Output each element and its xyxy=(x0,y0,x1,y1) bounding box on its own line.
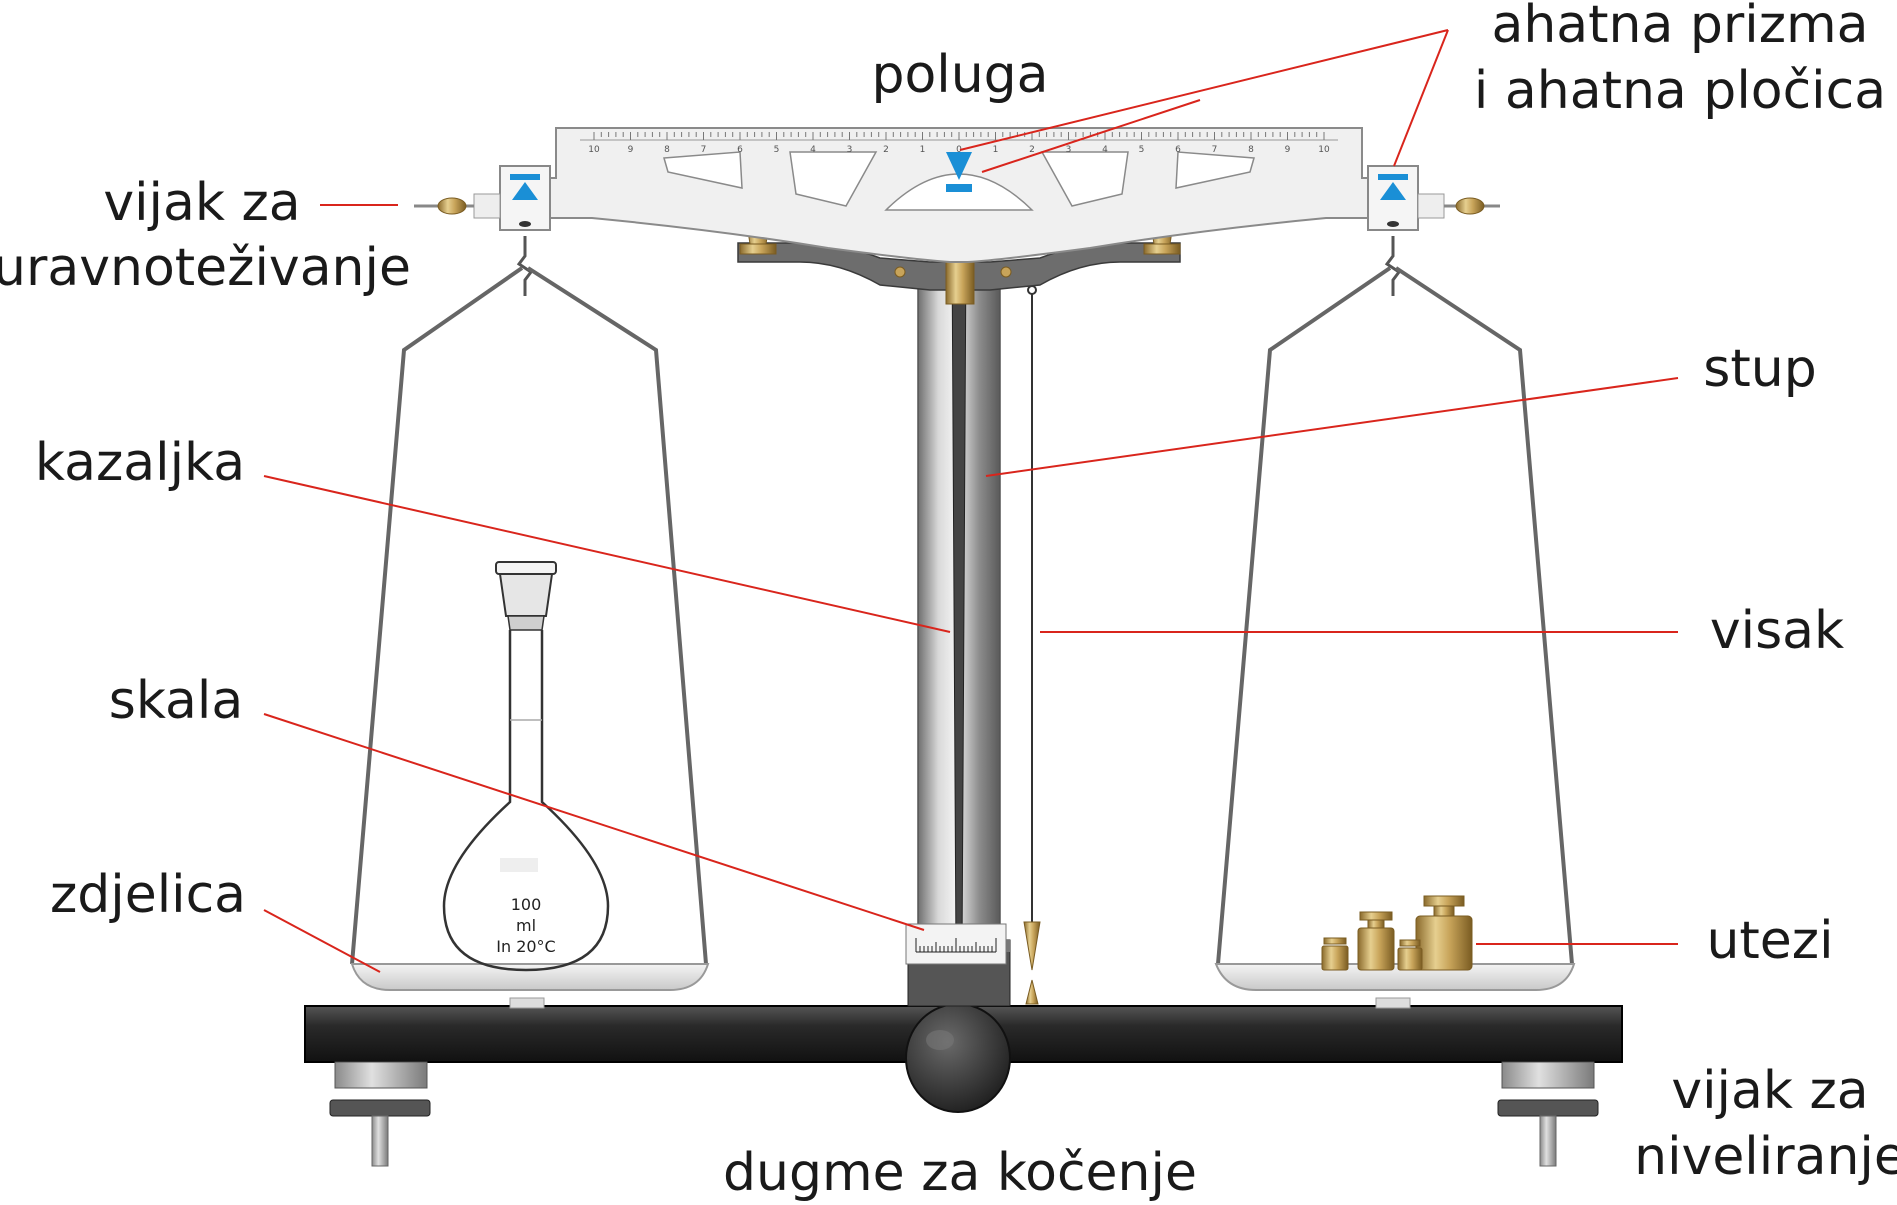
hook-left xyxy=(516,236,534,296)
pointer-scale xyxy=(905,923,1007,965)
label-visak: visak xyxy=(1710,601,1844,661)
label-vijak-uravn-1: vijak za xyxy=(103,173,300,233)
label-vijak-nivel-1: vijak za xyxy=(1671,1061,1868,1121)
label-stup: stup xyxy=(1703,339,1816,399)
flask-unit: ml xyxy=(516,916,536,935)
volumetric-flask: 100 ml In 20°C xyxy=(442,561,610,972)
beam-scale-number: 3 xyxy=(1066,145,1072,155)
leveling-foot-left xyxy=(329,1061,431,1167)
beam-scale-number: 2 xyxy=(1029,145,1035,155)
pan-left xyxy=(350,963,710,1009)
hook-right xyxy=(1384,236,1402,296)
beam-scale-number: 10 xyxy=(1318,145,1330,155)
label-kazaljka: kazaljka xyxy=(35,433,245,493)
beam-scale-number: 6 xyxy=(737,145,743,155)
end-box-left xyxy=(414,165,551,231)
beam-scale-number: 1 xyxy=(993,145,999,155)
leader-skala xyxy=(263,713,925,931)
label-ahatna-2: i ahatna pločica xyxy=(1474,61,1886,121)
end-box-right xyxy=(1367,165,1500,231)
leader-stup xyxy=(985,377,1679,477)
leader-poluga xyxy=(981,99,1201,173)
beam-scale-number: 4 xyxy=(1102,145,1108,155)
beam-scale-number: 7 xyxy=(701,145,707,155)
label-skala: skala xyxy=(109,671,243,731)
beam-scale-number: 7 xyxy=(1212,145,1218,155)
beam-scale-number: 10 xyxy=(588,145,600,155)
beam-scale-number: 5 xyxy=(774,145,780,155)
leader-ahatna-left xyxy=(959,29,1449,151)
beam-scale-number: 6 xyxy=(1175,145,1181,155)
label-zdjelica: zdjelica xyxy=(50,865,246,925)
beam-scale-number: 0 xyxy=(956,145,962,155)
weights-set xyxy=(1321,895,1473,971)
label-utezi: utezi xyxy=(1706,911,1833,971)
beam-scale-number: 9 xyxy=(628,145,634,155)
leader-ahatna-right xyxy=(1393,29,1449,167)
beam-scale-number: 4 xyxy=(810,145,816,155)
beam-scale-number: 5 xyxy=(1139,145,1145,155)
beam-scale-number: 1 xyxy=(920,145,926,155)
pan-hanger-left xyxy=(350,266,708,965)
leader-lines xyxy=(263,29,1679,973)
plumb-bob xyxy=(1023,285,1041,1005)
leveling-foot-right xyxy=(1497,1061,1599,1167)
label-vijak-uravn-2: uravnoteživanje xyxy=(0,238,411,298)
beam-scale-number: 2 xyxy=(883,145,889,155)
flask-calibration: In 20°C xyxy=(496,937,555,956)
leader-kazaljka xyxy=(263,475,951,633)
pan-hanger-right xyxy=(1216,266,1574,965)
beam-scale-number: 3 xyxy=(847,145,853,155)
brake-knob xyxy=(905,1003,1011,1113)
beam-scale-number: 8 xyxy=(664,145,670,155)
central-agate-prism xyxy=(946,152,972,192)
pan-right xyxy=(1214,963,1576,1009)
leader-zdjelica xyxy=(263,909,381,973)
flask-volume: 100 xyxy=(511,895,542,914)
beam-scale-number: 9 xyxy=(1285,145,1291,155)
beam-scale-number: 8 xyxy=(1248,145,1254,155)
label-vijak-nivel-2: niveliranje xyxy=(1634,1127,1897,1187)
label-dugme: dugme za kočenje xyxy=(723,1143,1197,1203)
label-poluga: poluga xyxy=(871,45,1048,105)
label-ahatna-1: ahatna prizma xyxy=(1491,0,1868,55)
